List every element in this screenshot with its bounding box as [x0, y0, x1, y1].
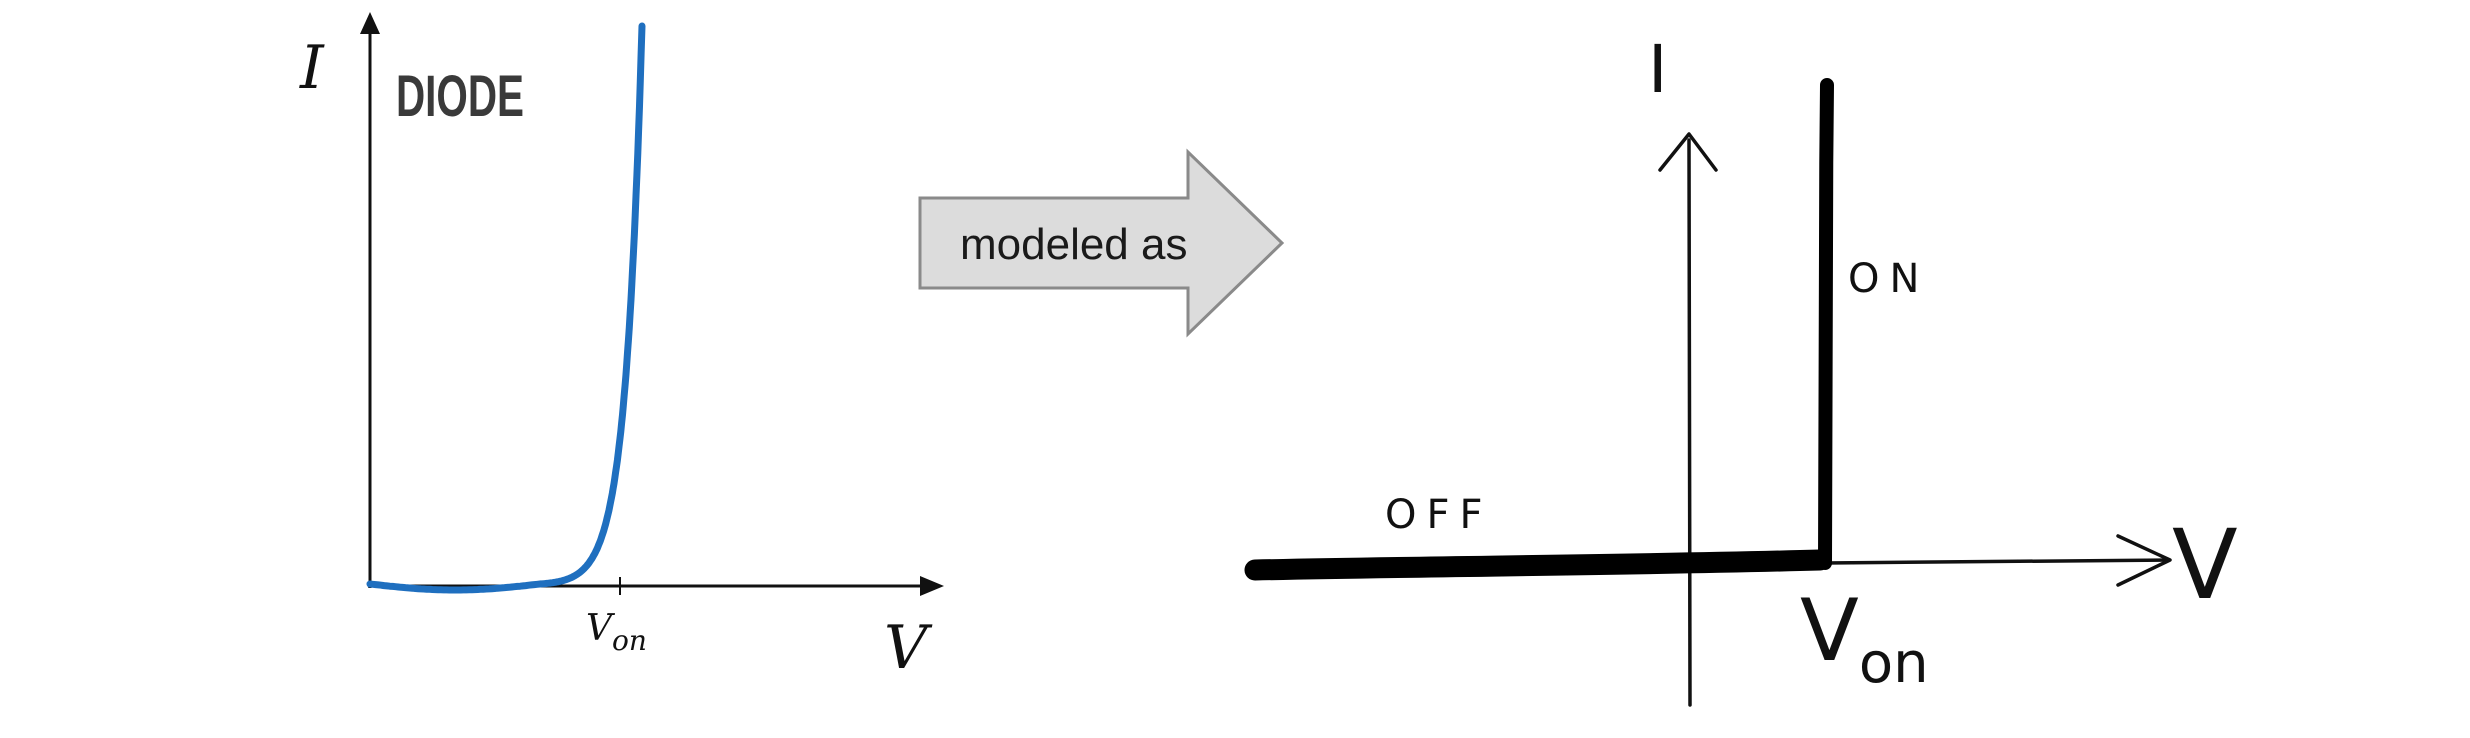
right-y-axis-label: I — [1648, 31, 1667, 108]
on-state-line — [1818, 78, 1834, 570]
right-x-axis — [1823, 558, 2170, 565]
ideal-diode-sketch: I V ON OFF Von — [1244, 31, 2238, 707]
left-x-axis-arrowhead — [920, 576, 944, 596]
right-x-axis-label: V — [2172, 509, 2238, 621]
on-label: ON — [1848, 256, 1929, 302]
left-y-axis-label: I — [299, 33, 325, 103]
right-x-axis-arrowhead — [2116, 534, 2172, 587]
arrow-shape — [918, 148, 1285, 338]
right-y-axis — [1687, 138, 1692, 707]
modeled-as-arrow: modeled as — [918, 148, 1285, 338]
left-x-axis-label: V — [884, 613, 933, 683]
von-tick-label: Von — [586, 608, 647, 657]
off-label: OFF — [1385, 492, 1493, 538]
von-label-main: V — [1800, 581, 1859, 681]
von-tick-label-main: V — [586, 608, 616, 649]
off-state-line — [1244, 549, 1831, 581]
diode-curve — [366, 22, 646, 594]
diode-title: DIODE — [396, 64, 524, 129]
von-label: Von — [1800, 581, 1929, 696]
arrow-label: modeled as — [960, 220, 1187, 269]
right-y-axis-arrowhead — [1658, 132, 1718, 172]
von-label-sub: on — [1859, 631, 1929, 696]
von-tick-label-sub: on — [612, 624, 647, 657]
diode-iv-plot: I DIODE V Von — [299, 12, 944, 683]
left-y-axis-arrowhead — [360, 12, 380, 34]
